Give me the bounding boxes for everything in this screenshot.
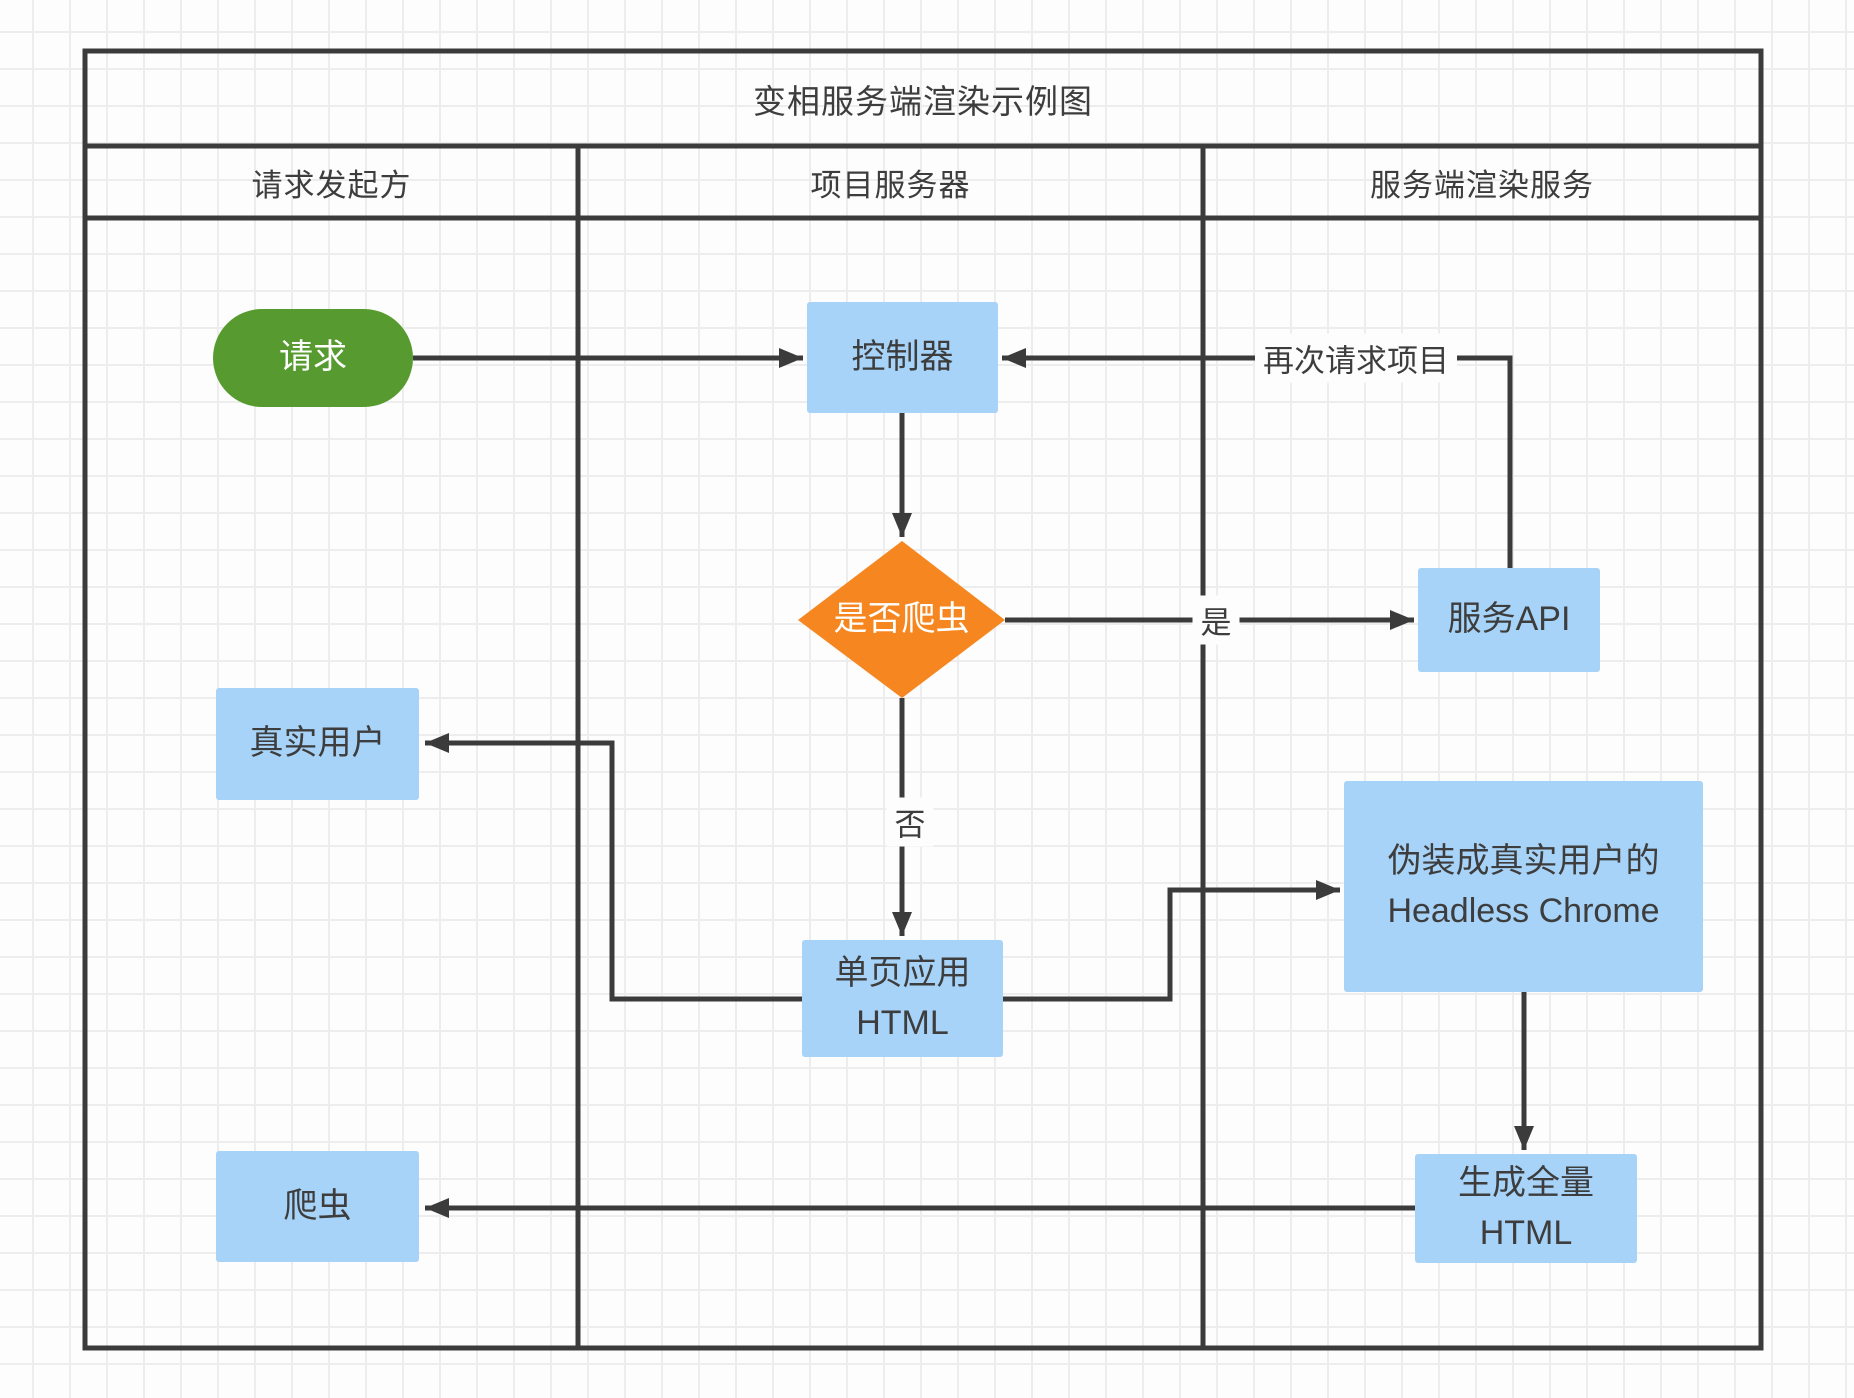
node-request: 请求 — [213, 309, 413, 407]
node-spa-html: 单页应用 HTML — [802, 940, 1003, 1057]
edge-label-yes: 是 — [1192, 595, 1240, 645]
outer-border — [82, 48, 1764, 1351]
edge-api-to-controller-request-again — [1002, 348, 1513, 568]
node-full-html-line2: HTML — [1479, 1213, 1573, 1252]
node-headless-chrome-line1: 伪装成真实用户的 — [1387, 842, 1660, 881]
node-full-html: 生成全量 HTML — [1415, 1154, 1637, 1263]
node-headless-chrome: 伪装成真实用户的 Headless Chrome — [1344, 781, 1703, 992]
edge-label-request-again: 再次请求项目 — [1255, 333, 1457, 383]
decision-diamond-shape — [798, 541, 1005, 698]
node-crawler: 爬虫 — [216, 1151, 419, 1262]
lane-header-project-server: 项目服务器 — [810, 167, 971, 203]
node-headless-chrome-line2: Headless Chrome — [1387, 891, 1660, 930]
node-spa-html-line2: HTML — [856, 1003, 949, 1042]
edge-spa-to-real-user — [425, 733, 802, 1002]
node-real-user: 真实用户 — [216, 688, 419, 800]
edge-spa-to-headless-chrome — [1003, 880, 1340, 1002]
diagram-title: 变相服务端渲染示例图 — [753, 82, 1093, 120]
node-decision-label: 是否爬虫 — [833, 599, 970, 638]
node-spa-html-line1: 单页应用 — [834, 954, 971, 993]
node-service-api: 服务API — [1418, 568, 1600, 672]
lane-header-requester: 请求发起方 — [251, 167, 412, 203]
lane-header-ssr-service: 服务端渲染服务 — [1370, 167, 1594, 203]
node-controller: 控制器 — [807, 302, 998, 413]
edge-label-no: 否 — [886, 797, 934, 847]
node-full-html-line1: 生成全量 — [1458, 1164, 1594, 1203]
